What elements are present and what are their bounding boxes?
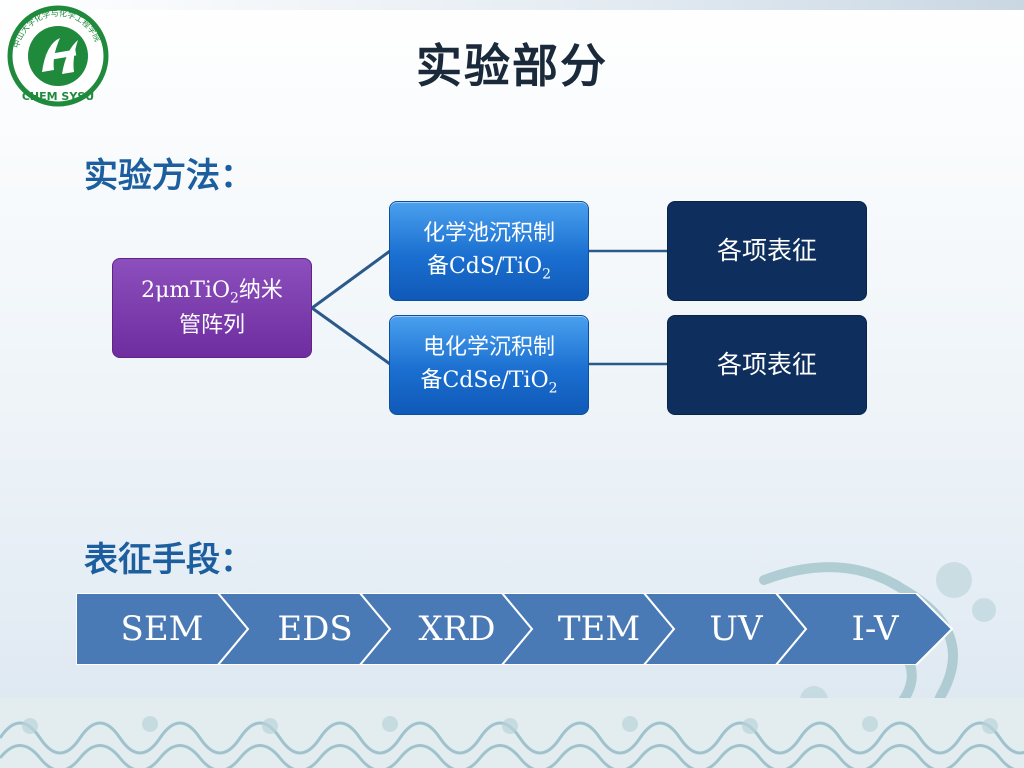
cdse-deposition-box: 电化学沉积制 备CdSe/TiO2 [389,315,589,415]
chevron-step-5 [642,593,808,665]
wave-decoration [0,698,1024,768]
chevron-step-6 [774,593,954,665]
chevron-step-3 [358,593,534,665]
step-label-iv: I-V [851,609,899,649]
characterization-process: SEM EDS XRD TEM UV I-V [76,593,956,665]
step-label-sem: SEM [120,609,204,649]
step-label-xrd: XRD [418,609,496,649]
top-decor-bar [0,0,1024,10]
sysu-chem-logo: 中山大学化学与化学工程学院 CHEM SYSU [7,5,109,107]
methods-heading: 实验方法： [84,156,254,196]
characterization-heading: 表征手段： [84,540,254,580]
source-sample-box: 2μmTiO2纳米 管阵列 [112,258,312,358]
slide-title: 实验部分 [416,39,608,93]
characterization-result-box-1: 各项表征 [667,201,867,301]
step-label-tem: TEM [557,609,641,649]
characterization-result-box-2: 各项表征 [667,315,867,415]
chevron-step-2 [216,593,392,665]
chevron-step-4 [500,593,676,665]
logo-text: CHEM SYSU [22,90,94,103]
step-label-eds: EDS [277,609,353,649]
cds-deposition-box: 化学池沉积制 备CdS/TiO2 [389,201,589,301]
step-label-uv: UV [709,609,763,649]
